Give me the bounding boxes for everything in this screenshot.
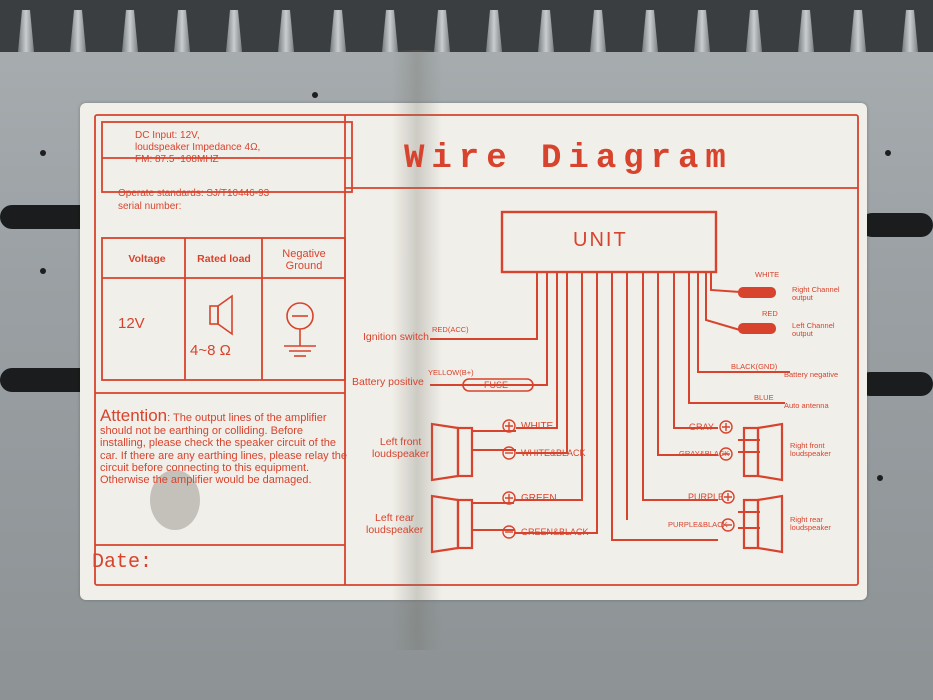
label-left-channel-output: Left Channel output xyxy=(792,321,835,339)
label-white-black-wire: WHITE&BLACK xyxy=(521,448,586,458)
label-red-rca: RED xyxy=(762,309,778,318)
label-battery-wire: YELLOW(B+) xyxy=(428,368,474,377)
table-header-voltage: Voltage xyxy=(128,253,166,265)
table-header-rated-load: Rated load xyxy=(197,253,251,265)
ground-symbol-icon xyxy=(284,302,316,357)
label-fuse: FUSE xyxy=(484,380,509,390)
heatsink-fin xyxy=(18,10,34,52)
heatsink-fin xyxy=(538,10,554,52)
chassis-slot xyxy=(860,213,933,237)
label-green-black-wire: GREEN&BLACK xyxy=(521,527,589,537)
heatsink-fin xyxy=(434,10,450,52)
heatsink-fin xyxy=(226,10,242,52)
unit-box xyxy=(500,210,718,274)
label-battery-positive: Battery positive xyxy=(352,376,424,388)
table-header-negative-ground: Negative Ground xyxy=(282,248,326,273)
label-ignition-wire: RED(ACC) xyxy=(432,325,469,334)
chassis-slot xyxy=(0,205,95,229)
heatsink-fin xyxy=(642,10,658,52)
rca-connector-icon xyxy=(738,287,776,334)
diagram-title: Wire Diagram xyxy=(404,140,733,178)
label-battery-negative: Battery negative xyxy=(784,370,839,379)
heatsink-fin xyxy=(486,10,502,52)
label-left-rear-loudspeaker: Left rear loudspeaker xyxy=(366,512,424,536)
screw-hole xyxy=(877,475,883,481)
label-right-channel-output: Right Channel output xyxy=(792,285,840,303)
heatsink-fin xyxy=(746,10,762,52)
heatsink-fins xyxy=(0,0,933,52)
spec-impedance: loudspeaker Impedance 4Ω, xyxy=(135,142,261,153)
heatsink-fin xyxy=(850,10,866,52)
screw-hole xyxy=(40,268,46,274)
loudspeaker-icon xyxy=(430,422,784,554)
table-load-value: 4~8 Ω xyxy=(190,342,231,359)
chassis-slot xyxy=(0,368,92,392)
label-right-rear-loudspeaker: Right rear loudspeaker xyxy=(790,515,831,533)
heatsink-fin xyxy=(330,10,346,52)
label-purple-black-wire: PURPLE&BLACK xyxy=(668,520,728,529)
unit-label: UNIT xyxy=(573,229,628,251)
screw-hole xyxy=(312,92,318,98)
wire-diagram-label xyxy=(80,103,867,600)
label-left-front-loudspeaker: Left front loudspeaker xyxy=(372,436,430,460)
label-blue-wire: BLUE xyxy=(754,393,774,402)
heatsink-fin xyxy=(70,10,86,52)
spec-serial-number: serial number: xyxy=(118,201,182,212)
label-purple-wire: PURPLE xyxy=(688,492,725,502)
heatsink-fin xyxy=(902,10,918,52)
heatsink-fin xyxy=(278,10,294,52)
attention-note: Attention: The output lines of the ampli… xyxy=(100,406,350,487)
heatsink-fin xyxy=(382,10,398,52)
date-label: Date: xyxy=(92,551,153,574)
spec-operate-standards: Operate standards: SJ/T10446-93 xyxy=(118,188,270,199)
label-right-front-loudspeaker: Right front loudspeaker xyxy=(790,441,831,459)
attention-body: : The output lines of the amplifier shou… xyxy=(100,412,348,487)
label-auto-antenna: Auto antenna xyxy=(784,401,829,410)
spec-dc-input: DC Input: 12V, xyxy=(135,130,200,141)
label-white-rca: WHITE xyxy=(755,270,780,279)
screw-hole xyxy=(885,150,891,156)
screw-hole xyxy=(40,150,46,156)
fuse-icon xyxy=(462,378,534,392)
label-gray-black-wire: GRAY&BLACK xyxy=(679,449,730,458)
table-voltage-value: 12V xyxy=(118,315,145,332)
attention-heading: Attention xyxy=(100,406,168,425)
speaker-symbol-icon xyxy=(209,294,233,336)
label-green-wire: GREEN xyxy=(521,493,557,504)
heatsink-fin xyxy=(798,10,814,52)
chassis-slot xyxy=(858,372,933,396)
label-ignition-switch: Ignition switch xyxy=(363,331,429,343)
heatsink-fin xyxy=(122,10,138,52)
spec-fm: FM: 87.5~108MHZ xyxy=(135,154,219,165)
label-gray-wire: GRAY xyxy=(689,422,714,432)
heatsink-fin xyxy=(590,10,606,52)
heatsink-fin xyxy=(174,10,190,52)
label-white-wire: WHITE xyxy=(521,421,554,432)
heatsink-fin xyxy=(694,10,710,52)
label-black-gnd: BLACK(GND) xyxy=(731,362,778,371)
